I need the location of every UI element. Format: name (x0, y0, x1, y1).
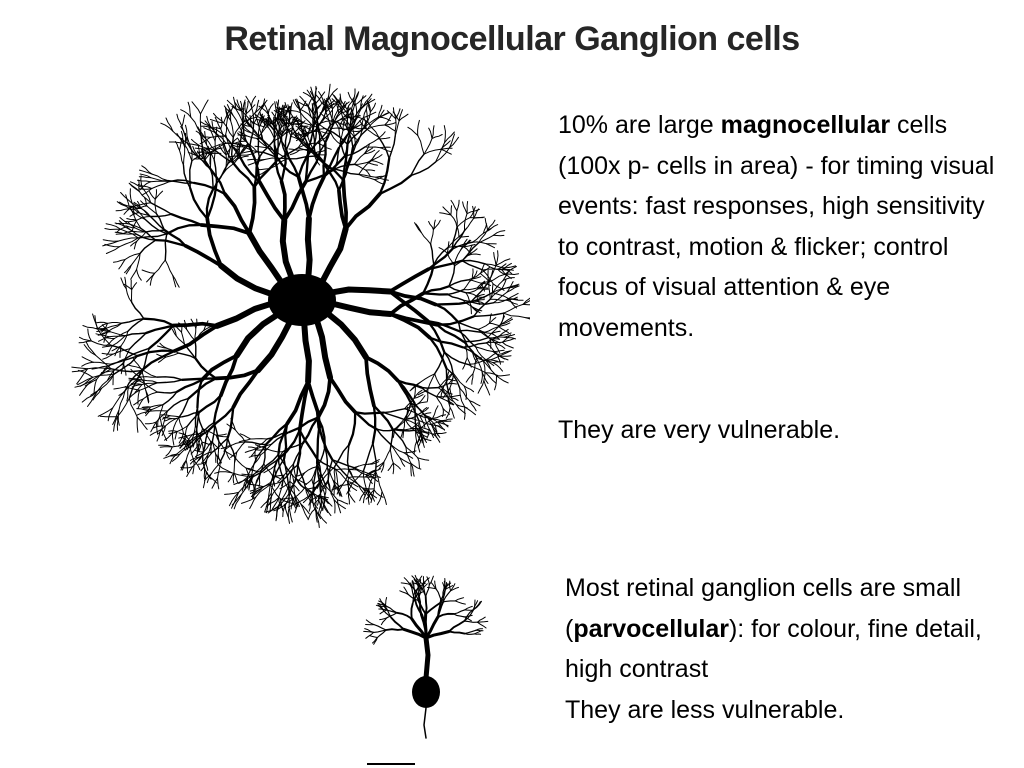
partial-drawing-fragment (367, 763, 415, 765)
magnocellular-ganglion-cell-drawing (71, 83, 530, 528)
parvocellular-term: parvocellular (573, 614, 729, 643)
parvocellular-vulnerability: They are less vulnerable. (565, 695, 845, 724)
slide-title: Retinal Magnocellular Ganglion cells (224, 20, 800, 58)
parvocellular-ganglion-cell-drawing (363, 574, 489, 739)
parvocellular-description: Most retinal ganglion cells are small (p… (565, 574, 982, 724)
magnocellular-vulnerability: They are very vulnerable. (558, 416, 841, 444)
magnocellular-term: magnocellular (720, 111, 891, 139)
magnocellular-description: 10% are large magnocellular cells (100x … (558, 111, 995, 342)
